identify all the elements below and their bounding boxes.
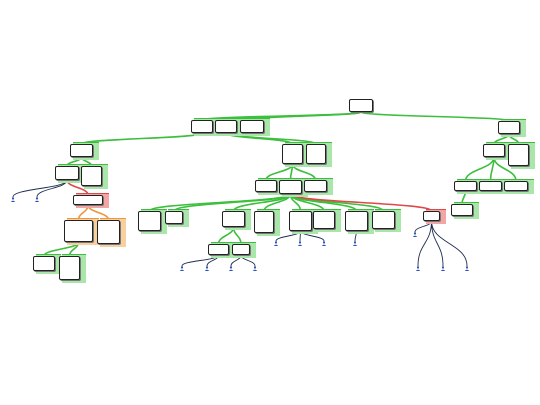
reason-box[interactable]: [165, 211, 183, 224]
root-claim[interactable]: [349, 99, 373, 112]
reason-box[interactable]: [138, 211, 161, 231]
reason-box[interactable]: [504, 181, 528, 191]
reason-box[interactable]: [479, 181, 502, 191]
reason-box[interactable]: [59, 256, 80, 280]
reference-item[interactable]: [264, 272, 265, 273]
person-icon: [464, 266, 470, 271]
person-icon: [228, 266, 234, 271]
objection-box[interactable]: [372, 211, 395, 229]
person-icon: [352, 241, 358, 246]
person-icon: [440, 266, 446, 271]
objection-box[interactable]: [423, 211, 440, 221]
reason-box[interactable]: [191, 120, 213, 133]
person-icon: [321, 241, 327, 246]
evidence-connector: [417, 220, 432, 267]
reference-item[interactable]: [288, 241, 312, 269]
reason-box[interactable]: [282, 144, 303, 164]
reference-item[interactable]: [402, 232, 428, 250]
reason-box[interactable]: [451, 204, 473, 216]
reason-box[interactable]: [208, 244, 229, 255]
reason-box[interactable]: [304, 180, 327, 192]
reason-box[interactable]: [289, 211, 312, 231]
reference-item[interactable]: [195, 266, 219, 284]
person-icon: [252, 266, 258, 271]
evidence-connector: [431, 220, 468, 267]
reference-item[interactable]: [431, 266, 455, 294]
reason-box[interactable]: [240, 120, 264, 133]
reason-box[interactable]: [33, 256, 55, 271]
reference-item[interactable]: [26, 197, 48, 235]
reference-item[interactable]: [264, 241, 288, 269]
reason-box[interactable]: [232, 244, 250, 255]
reference-item[interactable]: [2, 197, 24, 235]
reason-box[interactable]: [55, 166, 79, 180]
person-icon: [34, 197, 40, 202]
reference-item[interactable]: [455, 266, 479, 326]
reference-item[interactable]: [343, 241, 367, 257]
reason-box[interactable]: [279, 180, 302, 194]
person-icon: [10, 197, 16, 202]
reference-item[interactable]: [312, 241, 336, 269]
reason-box[interactable]: [498, 121, 520, 134]
reason-box[interactable]: [313, 211, 335, 229]
person-icon: [179, 266, 185, 271]
support-connector: [464, 156, 495, 182]
reason-box[interactable]: [345, 211, 368, 231]
reason-box[interactable]: [222, 211, 245, 227]
reason-box[interactable]: [81, 166, 102, 186]
reference-item[interactable]: [406, 266, 430, 294]
reference-item[interactable]: [219, 266, 243, 284]
reason-box[interactable]: [508, 144, 529, 166]
rebuttal-box[interactable]: [64, 220, 93, 242]
reason-box[interactable]: [255, 180, 277, 192]
reason-box[interactable]: [70, 144, 93, 157]
reason-box[interactable]: [454, 181, 477, 191]
reference-item[interactable]: [170, 266, 194, 284]
reason-box[interactable]: [306, 144, 326, 164]
reference-item[interactable]: [243, 266, 267, 284]
support-connector: [360, 111, 510, 122]
person-icon: [415, 266, 421, 271]
reason-box[interactable]: [215, 120, 237, 133]
rebuttal-box[interactable]: [97, 220, 120, 244]
reason-box[interactable]: [483, 144, 505, 157]
support-connector: [80, 132, 203, 145]
person-icon: [204, 266, 210, 271]
reason-box[interactable]: [254, 211, 274, 233]
reference-item[interactable]: [264, 274, 265, 275]
objection-box[interactable]: [73, 195, 103, 205]
person-icon: [297, 241, 303, 246]
person-icon: [412, 232, 418, 237]
person-icon: [273, 241, 279, 246]
